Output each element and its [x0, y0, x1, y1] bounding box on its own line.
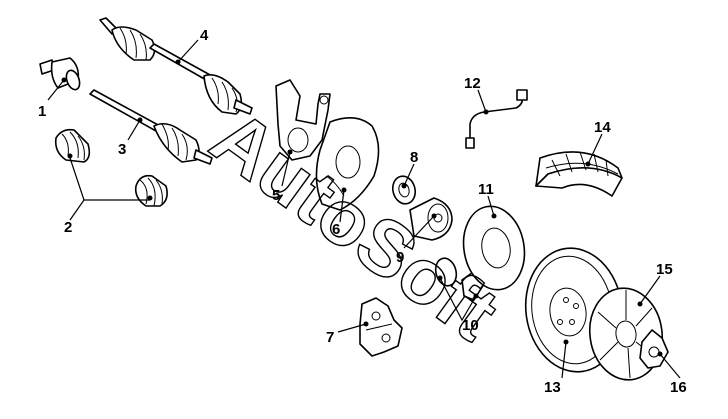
callout-5: 5 — [272, 187, 280, 204]
part-4-long-driveshaft — [99, 17, 253, 115]
part-5-steering-knuckle — [275, 79, 331, 161]
part-11-brake-disc — [462, 205, 526, 291]
callout-9: 9 — [396, 249, 404, 266]
callout-4: 4 — [200, 27, 209, 44]
callout-3: 3 — [118, 141, 126, 158]
part-3-short-driveshaft — [89, 89, 213, 165]
part-14-tire-segment — [535, 151, 623, 197]
callout-numbers: 1 2 3 4 5 6 7 8 9 10 11 12 13 14 15 16 — [38, 27, 687, 396]
callout-16: 16 — [670, 379, 687, 396]
callout-15: 15 — [656, 261, 673, 278]
part-6-splash-shield — [315, 117, 380, 211]
callout-8: 8 — [410, 149, 418, 166]
callout-11: 11 — [478, 181, 494, 198]
callout-7: 7 — [326, 329, 334, 346]
callout-13: 13 — [544, 379, 561, 396]
callout-12: 12 — [464, 75, 481, 92]
part-12-brake-hose — [465, 89, 528, 149]
part-1-inner-joint — [39, 57, 81, 91]
part-7-caliper-bracket — [359, 297, 403, 357]
leader-lines — [47, 39, 681, 379]
part-2-boots — [54, 128, 168, 207]
callout-14: 14 — [594, 119, 611, 136]
part-8-bearing — [391, 175, 417, 205]
callout-10: 10 — [462, 317, 479, 334]
callout-2: 2 — [64, 219, 72, 236]
callout-6: 6 — [332, 221, 340, 238]
callout-1: 1 — [38, 103, 46, 120]
